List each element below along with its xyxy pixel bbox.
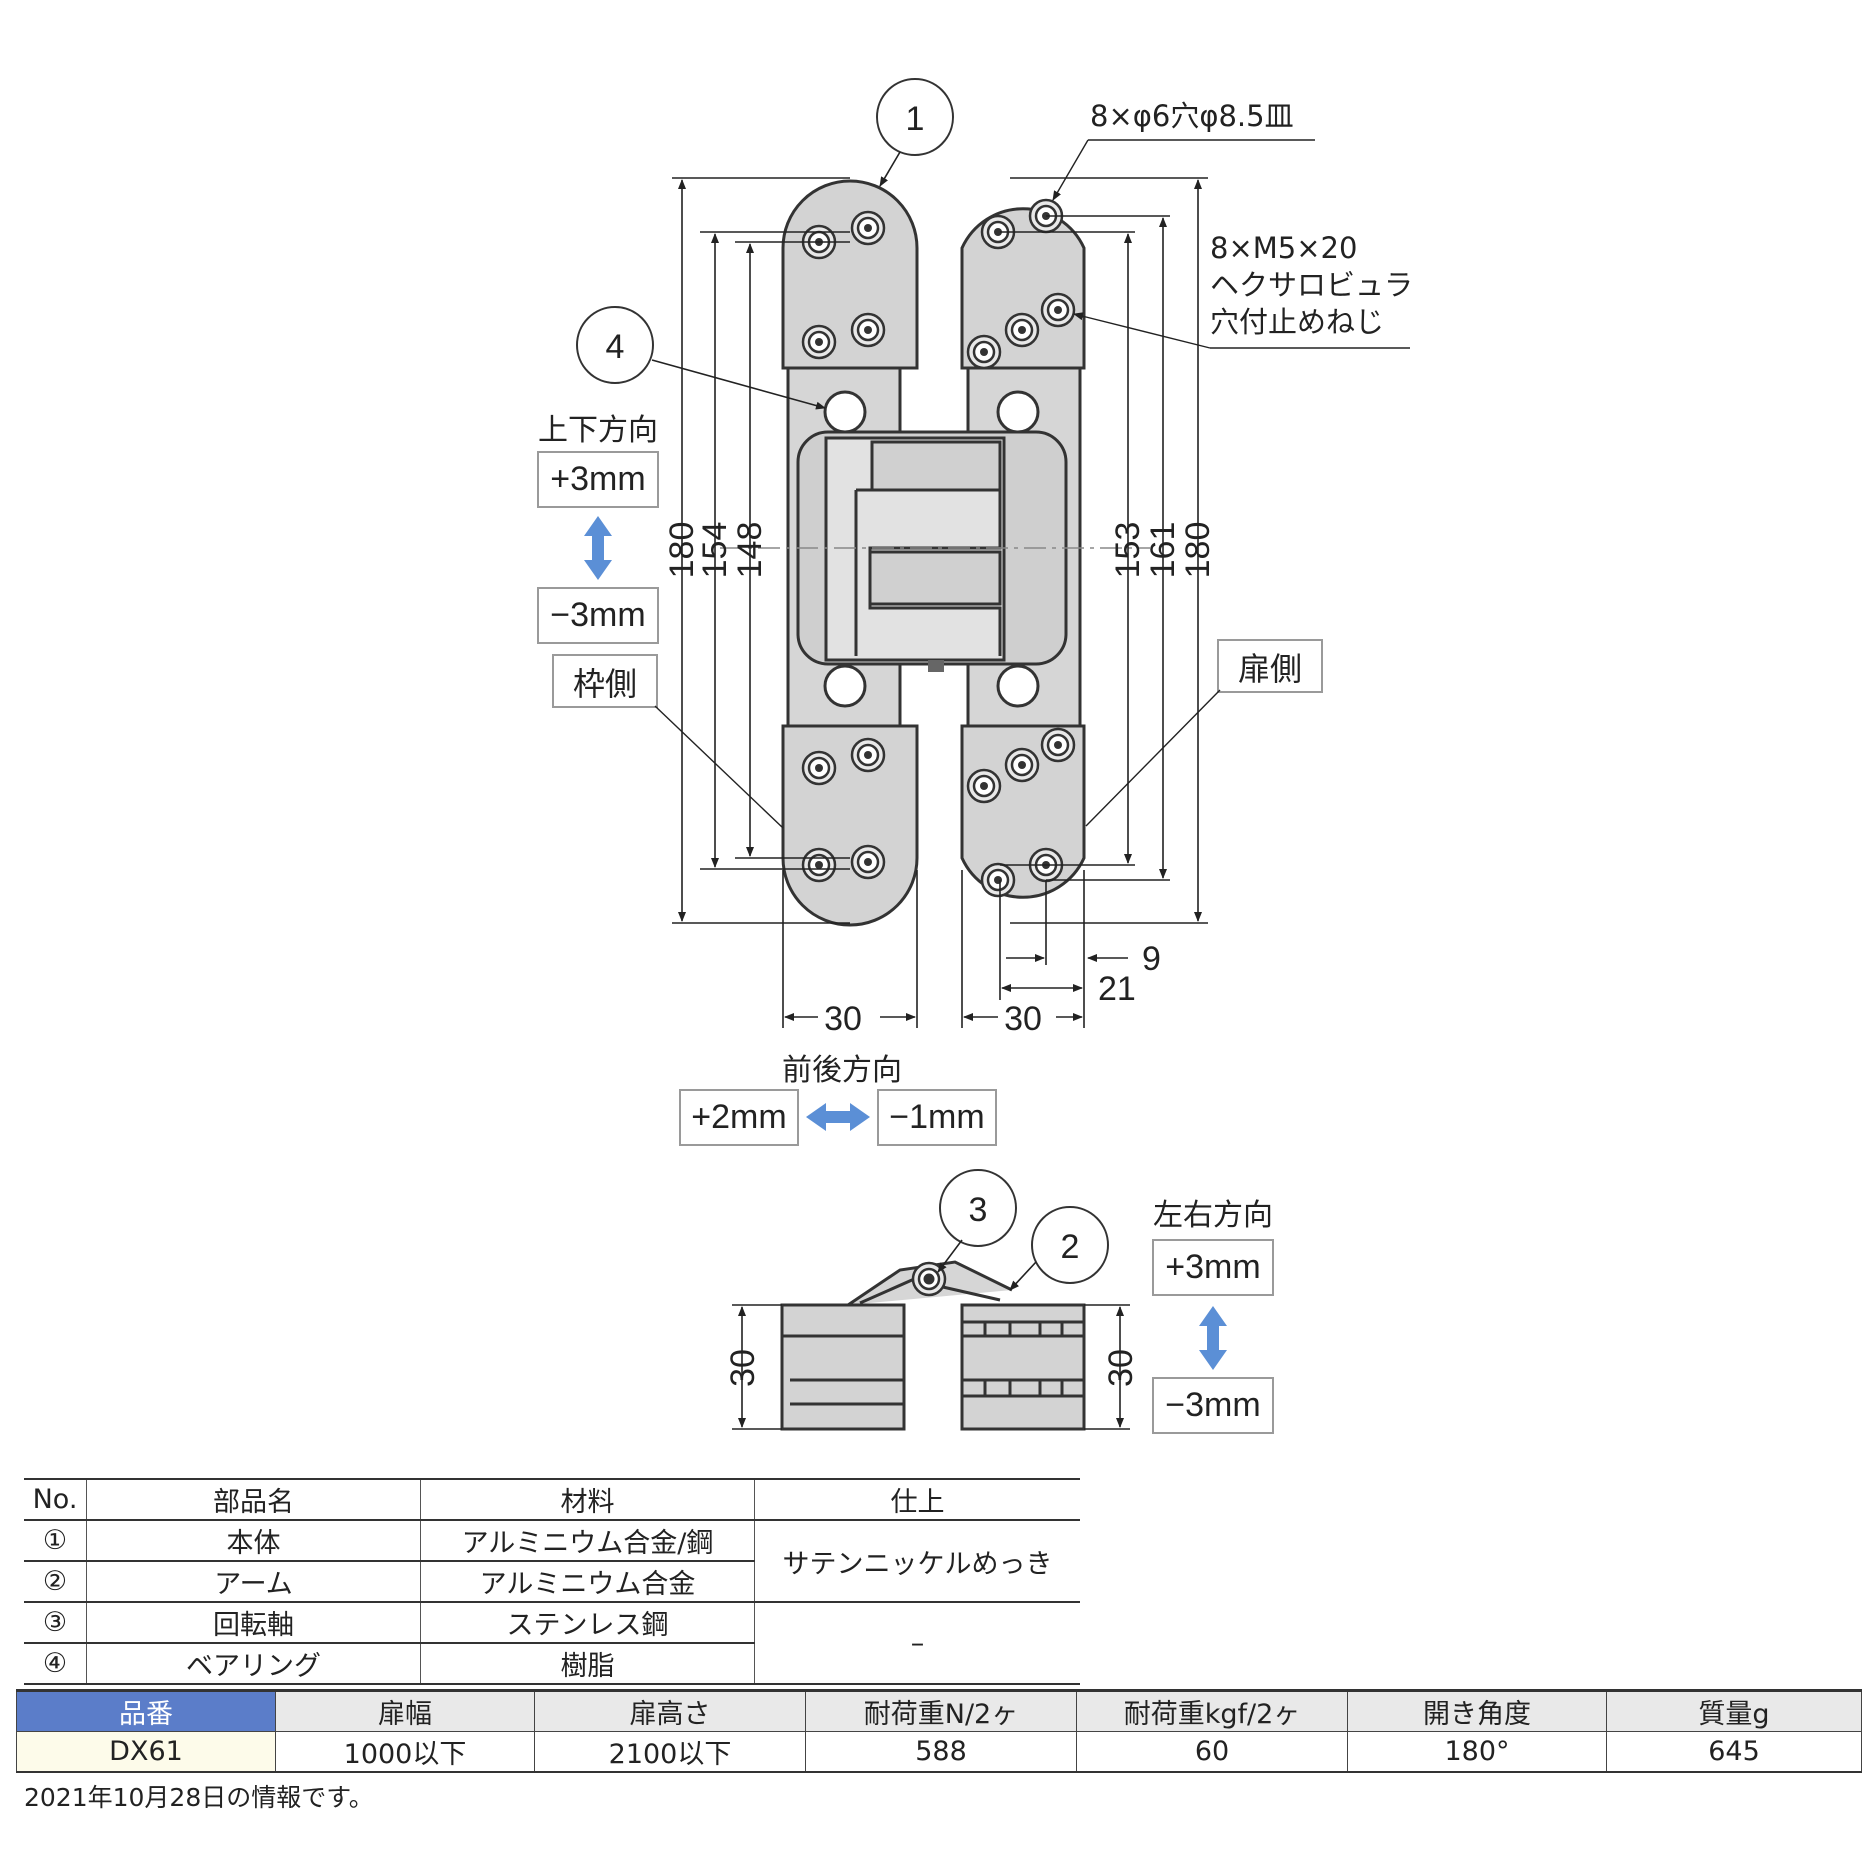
svg-text:枠側: 枠側 <box>573 665 637 703</box>
table-row: ② アーム アルミニウム合金 <box>24 1561 1080 1603</box>
callout-screws: 8×M5×20 ヘクサロビュラ 穴付止めねじ <box>1073 231 1413 349</box>
header-part-name: 部品名 <box>86 1478 421 1521</box>
svg-text:穴付止めねじ: 穴付止めねじ <box>1210 305 1384 339</box>
door-height: 2100以下 <box>534 1731 806 1773</box>
header-finish: 仕上 <box>754 1478 1080 1521</box>
hinge-top-view <box>780 1260 1086 1431</box>
svg-text:2: 2 <box>1061 1228 1080 1266</box>
svg-text:左右方向: 左右方向 <box>1153 1198 1273 1233</box>
callout-1: 1 <box>876 78 954 187</box>
svg-text:−1mm: −1mm <box>889 1098 984 1136</box>
load-n: 588 <box>805 1731 1077 1773</box>
door-width: 1000以下 <box>275 1731 535 1773</box>
lateral-adjust: 左右方向 +3mm −3mm <box>1152 1198 1274 1434</box>
part-name: 回転軸 <box>86 1602 421 1644</box>
dim-30-left: 30 <box>824 1000 862 1038</box>
dim-161: 161 <box>1144 522 1182 579</box>
dim-154: 154 <box>696 522 734 579</box>
svg-text:前後方向: 前後方向 <box>782 1053 902 1088</box>
part-name: 本体 <box>86 1520 421 1562</box>
load-kgf: 60 <box>1076 1731 1348 1773</box>
part-material: アルミニウム合金/鋼 <box>420 1520 755 1562</box>
svg-text:8×φ6穴φ8.5皿: 8×φ6穴φ8.5皿 <box>1090 99 1294 133</box>
spec-header-row: 品番 扉幅 扉高さ 耐荷重N/2ヶ 耐荷重kgf/2ヶ 開き角度 質量g <box>16 1689 1862 1732</box>
dim-values-vertical: 180 154 148 153 161 180 <box>663 522 1217 579</box>
part-finish: – <box>754 1602 1080 1685</box>
header-mass: 質量g <box>1606 1689 1862 1732</box>
header-door-height: 扉高さ <box>534 1689 806 1732</box>
dim-148: 148 <box>731 522 769 579</box>
part-finish: サテンニッケルめっき <box>754 1520 1080 1603</box>
svg-text:+3mm: +3mm <box>1165 1248 1260 1286</box>
svg-text:ヘクサロビュラ: ヘクサロビュラ <box>1210 268 1413 302</box>
part-name: ベアリング <box>86 1643 421 1685</box>
svg-text:1: 1 <box>906 100 925 138</box>
table-row: DX61 1000以下 2100以下 588 60 180° 645 <box>16 1731 1862 1773</box>
parts-header-row: No. 部品名 材料 仕上 <box>24 1478 1080 1521</box>
depth-adjust: 前後方向 +2mm −1mm <box>679 1053 997 1146</box>
svg-text:3: 3 <box>969 1191 988 1229</box>
dim-9: 9 <box>1142 940 1161 978</box>
header-material: 材料 <box>420 1478 755 1521</box>
header-load-kgf: 耐荷重kgf/2ヶ <box>1076 1689 1348 1732</box>
callout-2: 2 <box>1009 1206 1109 1291</box>
dim-30-height-right: 30 <box>1102 1349 1140 1387</box>
dim-30-right: 30 <box>1004 1000 1042 1038</box>
svg-text:扉側: 扉側 <box>1238 650 1302 688</box>
part-no: ④ <box>24 1643 87 1685</box>
svg-text:+3mm: +3mm <box>550 460 645 498</box>
parts-table: No. 部品名 材料 仕上 ① 本体 アルミニウム合金/鋼 サテンニッケルめっき… <box>24 1478 1080 1685</box>
model-no: DX61 <box>16 1731 276 1773</box>
dim-180-right: 180 <box>1179 522 1217 579</box>
dim-lines-right <box>1000 177 1208 924</box>
svg-text:8×M5×20: 8×M5×20 <box>1210 231 1357 265</box>
vertical-adjust: 上下方向 +3mm −3mm <box>537 413 659 644</box>
opening-angle: 180° <box>1347 1731 1607 1773</box>
svg-text:−3mm: −3mm <box>550 596 645 634</box>
part-material: アルミニウム合金 <box>420 1561 755 1603</box>
door-side-label: 扉側 <box>1085 639 1323 827</box>
part-no: ① <box>24 1520 87 1562</box>
dim-30-height-left: 30 <box>724 1349 762 1387</box>
callout-4: 4 <box>576 306 826 410</box>
svg-text:−3mm: −3mm <box>1165 1386 1260 1424</box>
info-date-note: 2021年10月28日の情報です。 <box>24 1783 374 1812</box>
header-opening-angle: 開き角度 <box>1347 1689 1607 1732</box>
callout-holes: 8×φ6穴φ8.5皿 <box>1052 99 1315 201</box>
part-no: ③ <box>24 1602 87 1644</box>
top-view-dims <box>732 1304 1130 1430</box>
part-no: ② <box>24 1561 87 1603</box>
mass: 645 <box>1606 1731 1862 1773</box>
dim-21: 21 <box>1098 970 1136 1008</box>
hinge-drawing: 180 154 148 153 161 180 30 30 9 21 1 4 8… <box>537 78 1413 1434</box>
table-row: ③ 回転軸 ステンレス鋼 – <box>24 1602 1080 1685</box>
header-model-no: 品番 <box>16 1689 276 1732</box>
dim-180-left: 180 <box>663 522 701 579</box>
part-material: 樹脂 <box>420 1643 755 1685</box>
dim-153: 153 <box>1109 522 1147 579</box>
dim-lines-left <box>672 177 850 924</box>
dim-lines-bottom <box>782 870 1128 1028</box>
svg-text:上下方向: 上下方向 <box>538 413 658 448</box>
hinge-knuckle <box>796 430 1068 672</box>
header-door-width: 扉幅 <box>275 1689 535 1732</box>
callout-3: 3 <box>937 1169 1017 1273</box>
svg-text:4: 4 <box>606 328 625 366</box>
frame-side-label: 枠側 <box>552 654 784 829</box>
table-row: ① 本体 アルミニウム合金/鋼 サテンニッケルめっき <box>24 1520 1080 1603</box>
header-no: No. <box>24 1478 87 1521</box>
spec-table: 品番 扉幅 扉高さ 耐荷重N/2ヶ 耐荷重kgf/2ヶ 開き角度 質量g DX6… <box>16 1689 1862 1773</box>
svg-text:+2mm: +2mm <box>691 1098 786 1136</box>
table-row: ④ ベアリング 樹脂 <box>24 1643 1080 1685</box>
part-material: ステンレス鋼 <box>420 1602 755 1644</box>
header-load-n: 耐荷重N/2ヶ <box>805 1689 1077 1732</box>
part-name: アーム <box>86 1561 421 1603</box>
